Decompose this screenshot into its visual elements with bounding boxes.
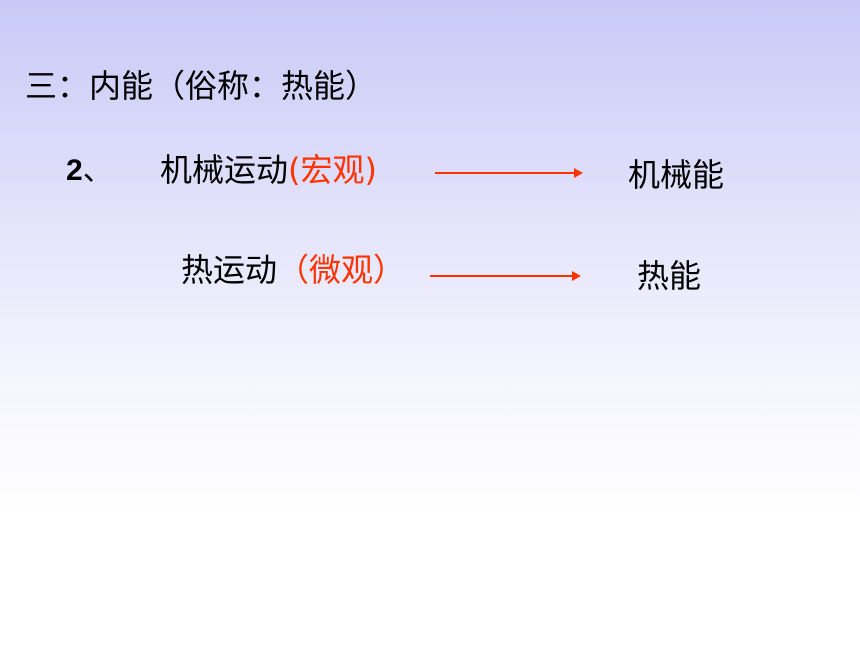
motion-label-thermal: 热运动 [181, 251, 278, 289]
row-thermal-motion: 热运动（微观） [181, 248, 405, 292]
item-number-value: 2 [66, 154, 83, 187]
scale-label-macro: (宏观) [288, 151, 377, 189]
item-number: 2、 [66, 151, 113, 191]
item-number-separator: 、 [82, 153, 113, 188]
arrow-right-icon [430, 271, 581, 281]
row-mechanical-motion: 机械运动(宏观) [160, 148, 377, 192]
arrow-right-icon [435, 168, 583, 178]
energy-label-mechanical: 机械能 [628, 156, 725, 194]
slide-heading: 三：内能（俗称：热能） [25, 67, 378, 105]
energy-label-thermal: 热能 [637, 257, 702, 295]
motion-label-mechanical: 机械运动 [160, 151, 289, 189]
scale-label-micro: （微观） [277, 251, 406, 289]
